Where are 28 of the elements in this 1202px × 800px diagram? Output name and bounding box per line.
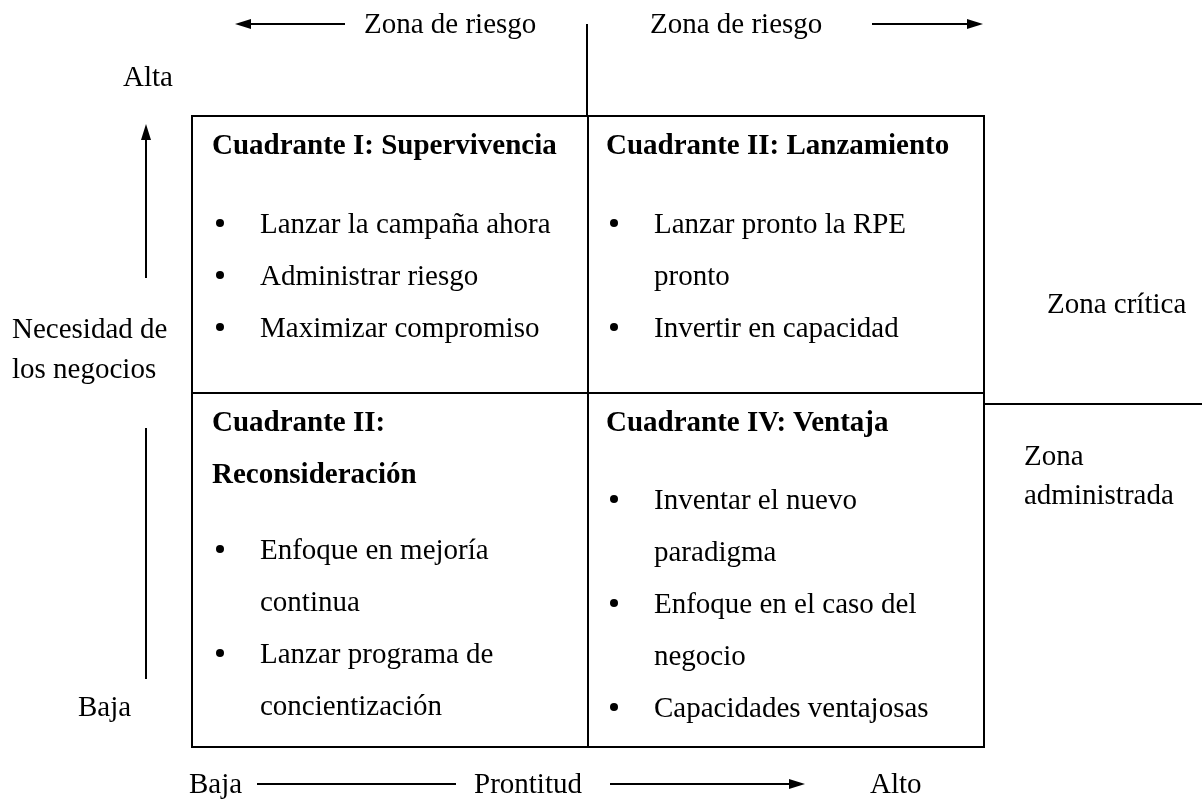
bullet-text: Enfoque en mejoría continua <box>260 533 489 617</box>
zone-label: Zona de riesgo <box>650 8 823 40</box>
quadrant-heading: Cuadrante II: Lanzamiento <box>606 127 951 162</box>
axis-label: Baja <box>189 768 243 800</box>
bullet-text: Invertir en capacidad <box>654 311 899 343</box>
quadrant-heading: Cuadrante IV: Ventaja <box>606 404 890 439</box>
zone-label: Zona administrada <box>1024 438 1175 512</box>
quadrant-box <box>587 392 985 748</box>
axis-label: Baja <box>78 691 132 723</box>
bullet-text: Enfoque en el caso del negocio <box>654 587 917 671</box>
bullet-text: Administrar riesgo <box>260 259 479 291</box>
bullet-text: Lanzar programa de concientización <box>260 637 494 721</box>
zone-label: Zona de riesgo <box>364 8 537 40</box>
quadrant-box <box>191 392 589 748</box>
quadrant-box <box>587 115 985 394</box>
axis-label: Alto <box>870 768 922 800</box>
quadrant-heading: Cuadrante I: Supervivencia <box>212 127 558 162</box>
axis-title: Necesidad de los negocios <box>12 311 169 386</box>
bullet-text: Maximizar compromiso <box>260 311 540 343</box>
bullet-text: Capacidades ventajosas <box>654 691 929 723</box>
bullet-text: Lanzar pronto la RPE pronto <box>654 207 907 291</box>
bullet-text: Inventar el nuevo paradigma <box>654 483 857 567</box>
zone-label: Zona crítica <box>1047 288 1187 320</box>
axis-label: Alta <box>123 61 173 93</box>
quadrant-box <box>191 115 589 394</box>
axis-title: Prontitud <box>474 768 582 800</box>
bullet-text: Lanzar la campaña ahora <box>260 207 551 239</box>
quadrant-heading: Cuadrante II: Reconsideración <box>212 404 418 491</box>
